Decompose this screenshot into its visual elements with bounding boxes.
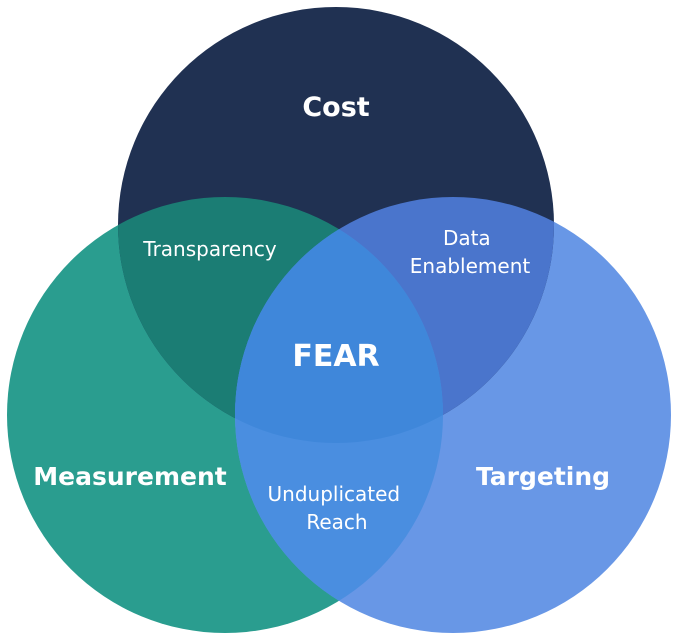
center-label: FEAR [292, 339, 379, 374]
data-enablement-line-1: Data [443, 226, 491, 250]
unduplicated-reach-label: Unduplicated Reach [268, 482, 407, 534]
transparency-label: Transparency [142, 237, 277, 261]
measurement-label: Measurement [33, 462, 226, 491]
center-overlap [235, 197, 443, 443]
data-enablement-label: Data Enablement [410, 226, 531, 278]
data-enablement-line-2: Enablement [410, 254, 531, 278]
unduplicated-reach-line-1: Unduplicated [268, 482, 401, 506]
targeting-label: Targeting [476, 462, 610, 491]
cost-label: Cost [302, 92, 369, 123]
unduplicated-reach-line-2: Reach [306, 510, 367, 534]
